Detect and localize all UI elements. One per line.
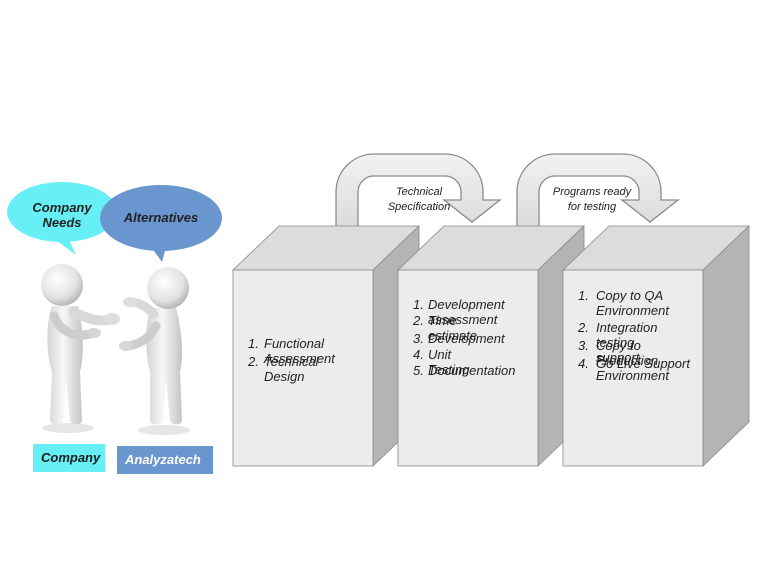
company-label: Company xyxy=(33,444,105,472)
company-needs-line-1: Company xyxy=(32,200,92,215)
box-3-item-2-line-3: support xyxy=(596,350,641,365)
box-1-item-2-line-1: Technical xyxy=(264,354,320,369)
box-2-item-3-line-1: Development xyxy=(428,331,506,346)
analyzatech-label: Analyzatech xyxy=(117,446,213,474)
box-3-item-1-number: 1. xyxy=(578,288,589,303)
analyzatech-figure xyxy=(119,267,190,435)
box-2-item-4-number: 4. xyxy=(413,347,424,362)
box-2-item-3-number: 3. xyxy=(413,331,424,346)
box-2-item-4-line-2: Testing xyxy=(428,362,470,377)
box-2-item-2-line-2: estimate xyxy=(428,328,477,343)
box-2-item-5-number: 5. xyxy=(413,363,424,378)
company-needs-line-2: Needs xyxy=(42,215,81,230)
box-3-item-4-line-1: Go Live Support xyxy=(596,356,691,371)
alternatives-bubble: Alternatives xyxy=(100,185,222,262)
programs-ready-line-2: for testing xyxy=(568,201,617,213)
box-3-item-3-number: 3. xyxy=(578,338,589,353)
programs-ready-line-1: Programs ready xyxy=(553,186,633,198)
technical-specification-line-2: Specification xyxy=(388,201,450,213)
box-3-item-3-line-1: Copy to xyxy=(596,338,641,353)
box-3-item-2-number: 2. xyxy=(577,320,589,335)
box-3-item-3-line-2: Production xyxy=(596,353,658,368)
box-2-item-1-line-2: assessment xyxy=(428,312,499,327)
box-3-item-3-line-3: Environment xyxy=(596,368,670,383)
box-3-item-2-line-1: Integration xyxy=(596,320,657,335)
company-figure xyxy=(41,264,120,433)
alternatives-text: Alternatives xyxy=(123,210,198,225)
box-front-face xyxy=(397,269,539,467)
box-1-item-1-line-1: Functional xyxy=(264,336,325,351)
phase-boxes: 1.FunctionalAssessment2.TechnicalDesign1… xyxy=(232,225,750,467)
box-3-item-2-line-2: testing xyxy=(596,335,635,350)
box-2-item-2-number: 2. xyxy=(412,313,424,328)
phase-box-2: 1.Developmentassessment2.Timeestimate3.D… xyxy=(397,225,585,467)
box-2-item-2-line-1: Time xyxy=(428,313,457,328)
box-3-item-1-line-1: Copy to QA xyxy=(596,288,663,303)
programs-ready-arrow: Programs ready for testing xyxy=(516,153,680,245)
box-2-item-1-number: 1. xyxy=(413,297,424,312)
box-1-item-1-line-2: Assessment xyxy=(263,351,336,366)
box-2-item-1-line-1: Development xyxy=(428,297,506,312)
box-2-item-4-line-1: Unit xyxy=(428,347,453,362)
box-3-item-4-number: 4. xyxy=(578,356,589,371)
technical-specification-arrow: Technical Specification xyxy=(335,153,502,245)
box-front-face xyxy=(562,269,704,467)
box-1-item-1-number: 1. xyxy=(248,336,259,351)
box-1-item-2-number: 2. xyxy=(247,354,259,369)
box-3-item-1-line-2: Environment xyxy=(596,303,670,318)
box-front-face xyxy=(232,269,374,467)
box-1-item-2-line-2: Design xyxy=(264,369,304,384)
technical-specification-line-1: Technical xyxy=(396,186,443,198)
phase-box-3: 1.Copy to QAEnvironment2.Integrationtest… xyxy=(562,225,750,467)
box-2-item-5-line-1: Documentation xyxy=(428,363,515,378)
company-needs-bubble: Company Needs xyxy=(7,182,117,255)
